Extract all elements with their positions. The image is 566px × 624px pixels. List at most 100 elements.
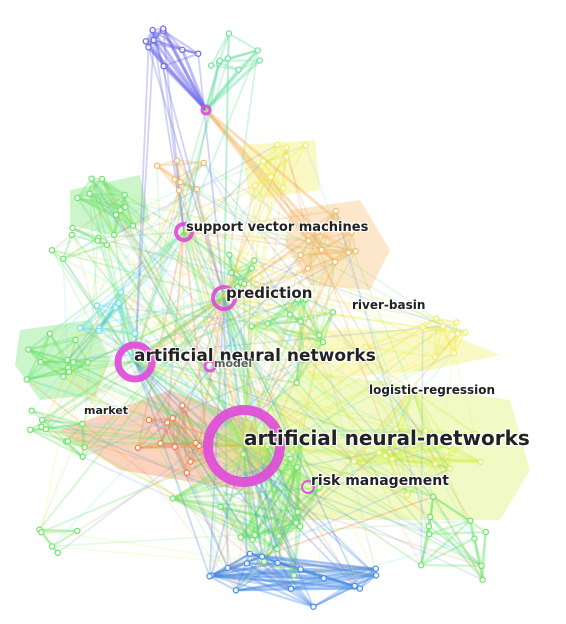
hub-node-ann (114, 341, 156, 383)
edge (262, 155, 287, 163)
edge (209, 575, 324, 580)
edge (297, 451, 380, 513)
node (283, 153, 290, 161)
edge (68, 371, 256, 536)
node (350, 458, 358, 465)
node (93, 302, 101, 309)
edge (26, 361, 89, 381)
edge (41, 297, 225, 421)
edge (307, 240, 321, 336)
edge (124, 194, 185, 233)
edge (161, 29, 208, 111)
node (410, 387, 417, 394)
node (173, 157, 181, 164)
edge (238, 59, 261, 71)
edge (243, 445, 292, 589)
edge (38, 297, 225, 531)
edge (119, 209, 134, 227)
edge (295, 487, 321, 524)
edge (251, 313, 291, 328)
node (131, 330, 138, 337)
edge (48, 332, 69, 361)
edge (81, 307, 117, 457)
edge (266, 445, 299, 513)
cluster-area-orange (285, 200, 390, 290)
edge (162, 65, 185, 233)
node (94, 237, 101, 244)
edge (223, 297, 279, 550)
edge (277, 561, 376, 570)
edge (172, 497, 254, 541)
edge (166, 254, 302, 424)
edge (261, 555, 377, 577)
edge (113, 194, 126, 236)
edge (72, 298, 306, 364)
edge (353, 454, 386, 463)
edge (76, 178, 93, 199)
edge (392, 457, 481, 463)
edge (148, 419, 210, 461)
cluster-area-green (15, 320, 110, 400)
node (65, 368, 73, 375)
edge (235, 587, 360, 592)
edge (79, 326, 136, 336)
node (86, 190, 93, 197)
edge (71, 227, 100, 331)
edge (227, 566, 314, 608)
edge (385, 454, 481, 463)
edge (67, 339, 77, 369)
edge (276, 467, 298, 564)
edge (67, 367, 150, 421)
node (171, 176, 178, 183)
edge (137, 297, 225, 449)
edge (312, 584, 356, 608)
edge (316, 210, 337, 233)
edge (178, 190, 192, 462)
edge (300, 568, 356, 587)
edge (98, 326, 135, 335)
edge (316, 230, 350, 254)
edge (137, 231, 185, 448)
edge (353, 432, 476, 463)
node (472, 430, 479, 438)
edge (134, 281, 242, 363)
edge (171, 417, 210, 460)
edge (243, 453, 298, 469)
edge (253, 439, 303, 536)
node (145, 416, 153, 424)
edge (166, 231, 185, 423)
edge (134, 361, 244, 455)
edge (276, 333, 459, 550)
edge (392, 457, 436, 465)
edge (378, 429, 427, 454)
hub-node-risk (301, 480, 315, 494)
edge (384, 455, 409, 496)
node (264, 320, 271, 327)
edge (223, 297, 269, 325)
edge (115, 213, 301, 256)
edge (31, 302, 120, 412)
edge (453, 331, 467, 354)
edge (229, 254, 458, 335)
node (175, 187, 183, 194)
edge (52, 519, 471, 548)
node (23, 376, 30, 383)
node (439, 323, 447, 330)
edge (174, 178, 444, 328)
edge (66, 359, 256, 536)
edge (240, 259, 256, 283)
node (69, 224, 76, 232)
edge (113, 224, 134, 236)
edge (26, 162, 205, 380)
edge (124, 206, 434, 498)
edge (28, 348, 68, 361)
edge (151, 29, 208, 111)
node (467, 517, 474, 524)
edge (295, 311, 334, 384)
edge (270, 156, 288, 178)
edge (181, 405, 200, 447)
edge (209, 575, 360, 590)
edge (263, 466, 299, 562)
edge (151, 29, 225, 299)
edge (435, 317, 466, 334)
